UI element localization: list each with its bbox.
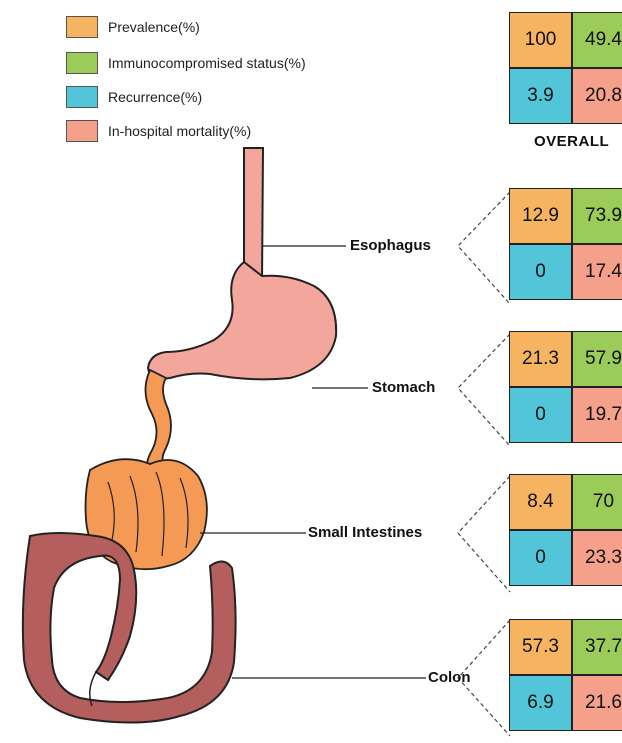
colon-shape [23, 533, 236, 723]
stomach-mortality-cell: 19.7 [572, 387, 622, 443]
esophagus-label: Esophagus [350, 237, 431, 254]
legend-swatch [66, 120, 98, 142]
legend-item-recurrence: Recurrence(%) [66, 86, 202, 108]
overall-grid: 100 49.4 3.9 20.8 [509, 12, 622, 128]
overall-mortality-cell: 20.8 [572, 68, 622, 124]
legend-label: In-hospital mortality(%) [108, 123, 251, 139]
legend-item-immunocompromised: Immunocompromised status(%) [66, 52, 306, 74]
small-intestines-grid: 8.4 70 0 23.3 [509, 474, 622, 590]
stomach-prevalence-cell: 21.3 [509, 331, 572, 387]
colon-label: Colon [428, 669, 471, 686]
colon-mortality-cell: 21.6 [572, 675, 622, 731]
esophagus-immunocompromised-cell: 73.9 [572, 188, 622, 244]
legend-label: Recurrence(%) [108, 89, 202, 105]
esophagus-prevalence-cell: 12.9 [509, 188, 572, 244]
legend-item-mortality: In-hospital mortality(%) [66, 120, 251, 142]
legend-item-prevalence: Prevalence(%) [66, 16, 200, 38]
legend-swatch [66, 86, 98, 108]
small-intestines-mortality-cell: 23.3 [572, 530, 622, 586]
esophagus-shape [244, 148, 263, 282]
stomach-shape [148, 262, 336, 379]
overall-prevalence-cell: 100 [509, 12, 572, 68]
legend-label: Prevalence(%) [108, 19, 200, 35]
bracket-lines [458, 192, 510, 736]
colon-immunocompromised-cell: 37.7 [572, 619, 622, 675]
legend-swatch [66, 16, 98, 38]
stomach-label: Stomach [372, 379, 435, 396]
colon-prevalence-cell: 57.3 [509, 619, 572, 675]
esophagus-recurrence-cell: 0 [509, 244, 572, 300]
small-intestines-recurrence-cell: 0 [509, 530, 572, 586]
stomach-grid: 21.3 57.9 0 19.7 [509, 331, 622, 447]
small-intestines-label: Small Intestines [308, 524, 422, 541]
legend-label: Immunocompromised status(%) [108, 55, 306, 71]
esophagus-grid: 12.9 73.9 0 17.4 [509, 188, 622, 304]
stomach-immunocompromised-cell: 57.9 [572, 331, 622, 387]
esophagus-mortality-cell: 17.4 [572, 244, 622, 300]
stomach-recurrence-cell: 0 [509, 387, 572, 443]
overall-recurrence-cell: 3.9 [509, 68, 572, 124]
overall-label: OVERALL [534, 133, 609, 150]
small-intestines-prevalence-cell: 8.4 [509, 474, 572, 530]
small-intestines-immunocompromised-cell: 70 [572, 474, 622, 530]
legend-swatch [66, 52, 98, 74]
colon-grid: 57.3 37.7 6.9 21.6 [509, 619, 622, 735]
colon-recurrence-cell: 6.9 [509, 675, 572, 731]
overall-immunocompromised-cell: 49.4 [572, 12, 622, 68]
